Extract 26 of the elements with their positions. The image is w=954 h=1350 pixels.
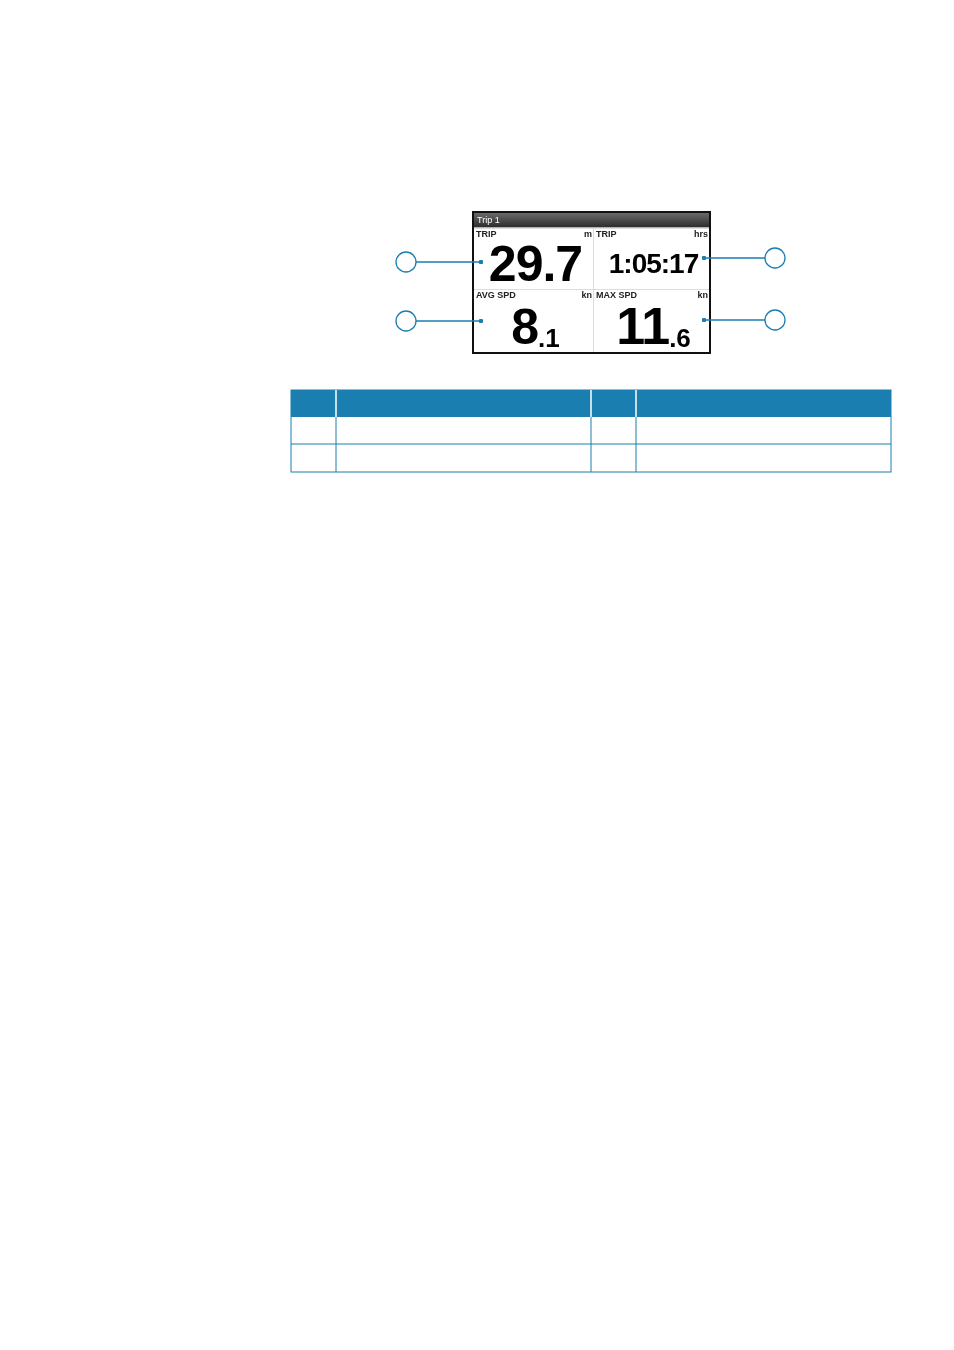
unit-label: kn [581,290,592,301]
callout-circle [764,309,786,331]
unit-label: m [584,229,592,240]
readout-panel [594,290,709,352]
unit-label: hrs [694,229,708,240]
readout-panel [474,229,593,289]
readout-panel [474,290,593,352]
leader-line [701,317,766,323]
callout-circle [395,310,417,332]
screen-title: Trip 1 [477,214,500,226]
readout-label: AVG SPD [476,290,516,301]
callout-circle [764,247,786,269]
readout-value: 11 [616,303,670,350]
readout-decimal: .1 [538,326,560,350]
readout-label: MAX SPD [596,290,637,301]
readout-label: TRIP [476,229,497,240]
readout-decimal: .6 [669,326,691,350]
leader-line [701,255,766,261]
unit-label: kn [697,290,708,301]
readout-value: 8 [511,305,539,350]
readout-label: TRIP [596,229,617,240]
display-screen [472,211,711,354]
readout-value: 1:05:17 [608,250,699,277]
callout-circle [395,251,417,273]
readout-value: 29.7 [488,242,583,287]
readout-panel [594,229,709,289]
